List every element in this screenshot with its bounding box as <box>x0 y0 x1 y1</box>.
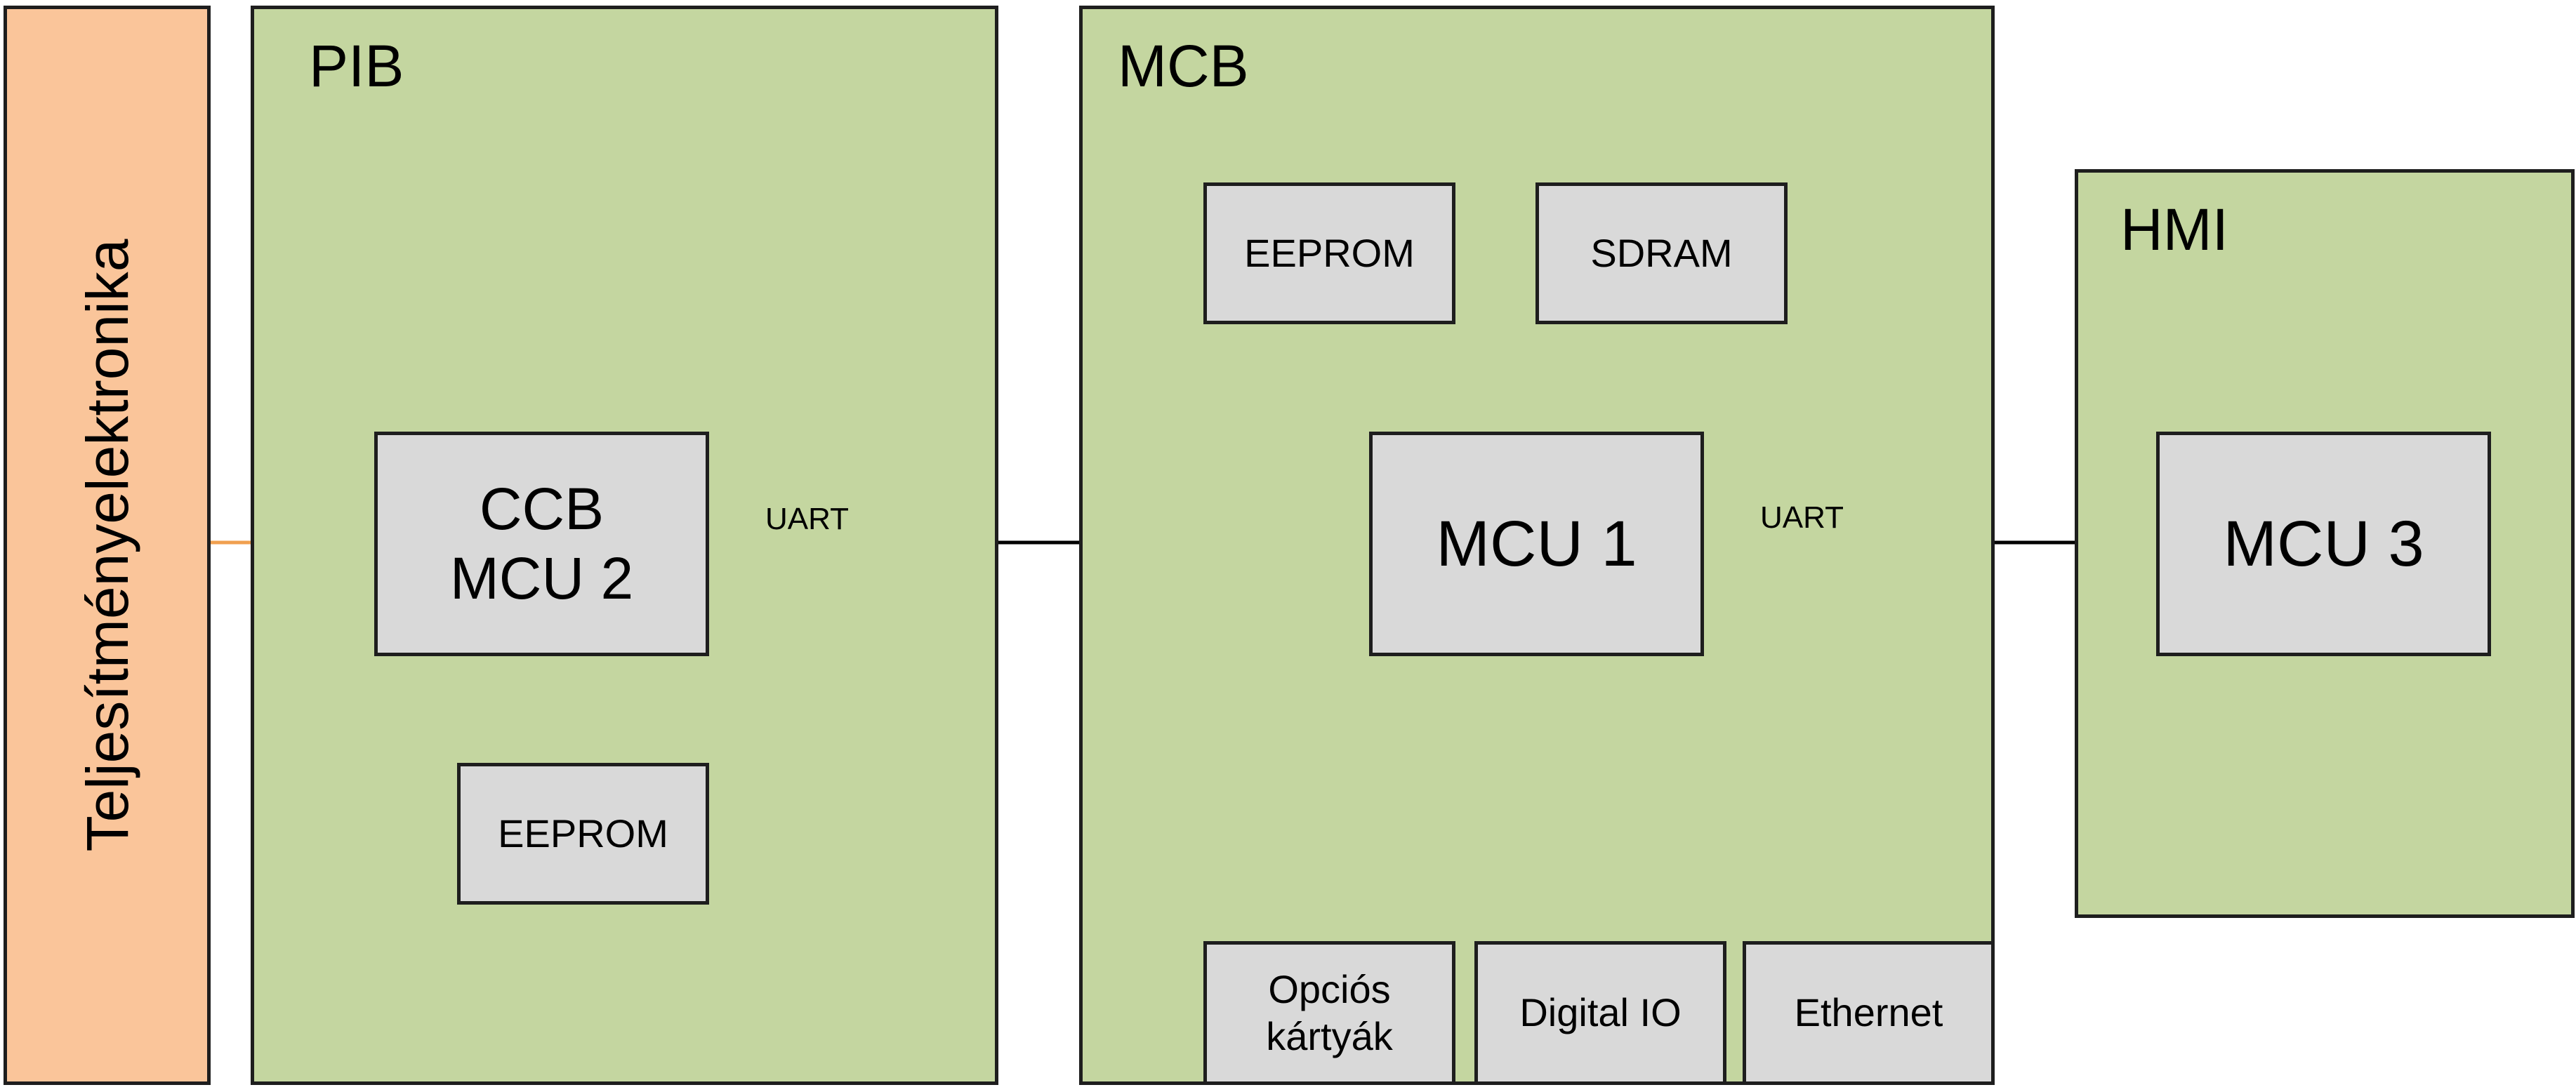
opcios-label: Opciós <box>1268 967 1391 1012</box>
mcu1-label: MCU 1 <box>1436 507 1637 580</box>
kartyak-label: kártyák <box>1266 1013 1393 1058</box>
uart-label-left: UART <box>765 502 849 536</box>
pib-title: PIB <box>309 33 404 99</box>
pib-eeprom-label: EEPROM <box>498 811 668 855</box>
sdram-label: SDRAM <box>1590 230 1733 275</box>
mcb-eeprom-chip: EEPROM <box>1203 182 1455 324</box>
ccb-label: CCB <box>479 475 605 542</box>
mcb-eeprom-label: EEPROM <box>1244 230 1415 275</box>
mcb-title: MCB <box>1118 33 1249 99</box>
power-electronics-block: Teljesítményelektronika <box>4 6 211 1085</box>
mcu3-chip: MCU 3 <box>2156 432 2491 656</box>
power-electronics-label: Teljesítményelektronika <box>74 239 140 852</box>
ccb-mcu2-chip: CCB MCU 2 <box>374 432 709 656</box>
ethernet-chip: Ethernet <box>1743 941 1995 1085</box>
ethernet-label: Ethernet <box>1794 990 1943 1035</box>
mcu2-label: MCU 2 <box>449 545 634 611</box>
sdram-chip: SDRAM <box>1535 182 1788 324</box>
pib-eeprom-chip: EEPROM <box>457 763 709 905</box>
digital-io-label: Digital IO <box>1519 990 1682 1035</box>
opcios-kartyak-chip: Opciós kártyák <box>1203 941 1455 1085</box>
digital-io-chip: Digital IO <box>1474 941 1726 1085</box>
hmi-title: HMI <box>2120 197 2228 262</box>
mcu3-label: MCU 3 <box>2223 507 2424 580</box>
mcu1-chip: MCU 1 <box>1369 432 1704 656</box>
uart-label-right: UART <box>1760 500 1844 535</box>
